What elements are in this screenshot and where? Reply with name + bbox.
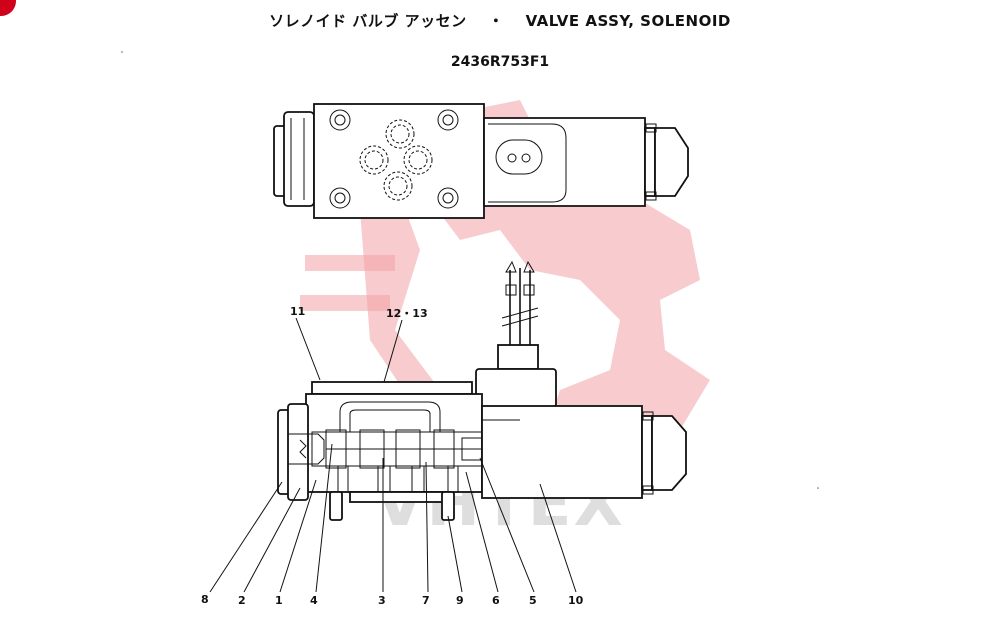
callout-12-13: 12・13 [386,307,428,320]
valve-top-view [273,103,689,219]
callout-4: 4 [310,594,318,607]
valve-section-view [277,260,687,521]
callout-2: 2 [238,594,246,607]
callout-9: 9 [456,594,464,607]
scan-dot [817,487,819,489]
scan-dot [121,51,123,53]
callout-5: 5 [529,594,537,607]
callout-10: 10 [568,594,584,607]
callout-leaders [209,317,577,593]
title-separator: ・ [488,12,504,30]
callout-8: 8 [201,593,209,606]
title-japanese: ソレノイド バルブ アッセン [269,12,467,30]
callout-labels: 11 12・13 8 2 1 4 3 7 9 6 5 10 [201,305,584,607]
part-number: 2436R753F1 [450,54,550,70]
callout-11: 11 [290,305,305,318]
callout-3: 3 [378,594,386,607]
diagram-title: ソレノイド バルブ アッセン ・ VALVE ASSY, SOLENOID [0,10,1000,31]
title-english: VALVE ASSY, SOLENOID [525,12,731,30]
callout-7: 7 [422,594,430,607]
callout-1: 1 [275,594,283,607]
callout-6: 6 [492,594,500,607]
